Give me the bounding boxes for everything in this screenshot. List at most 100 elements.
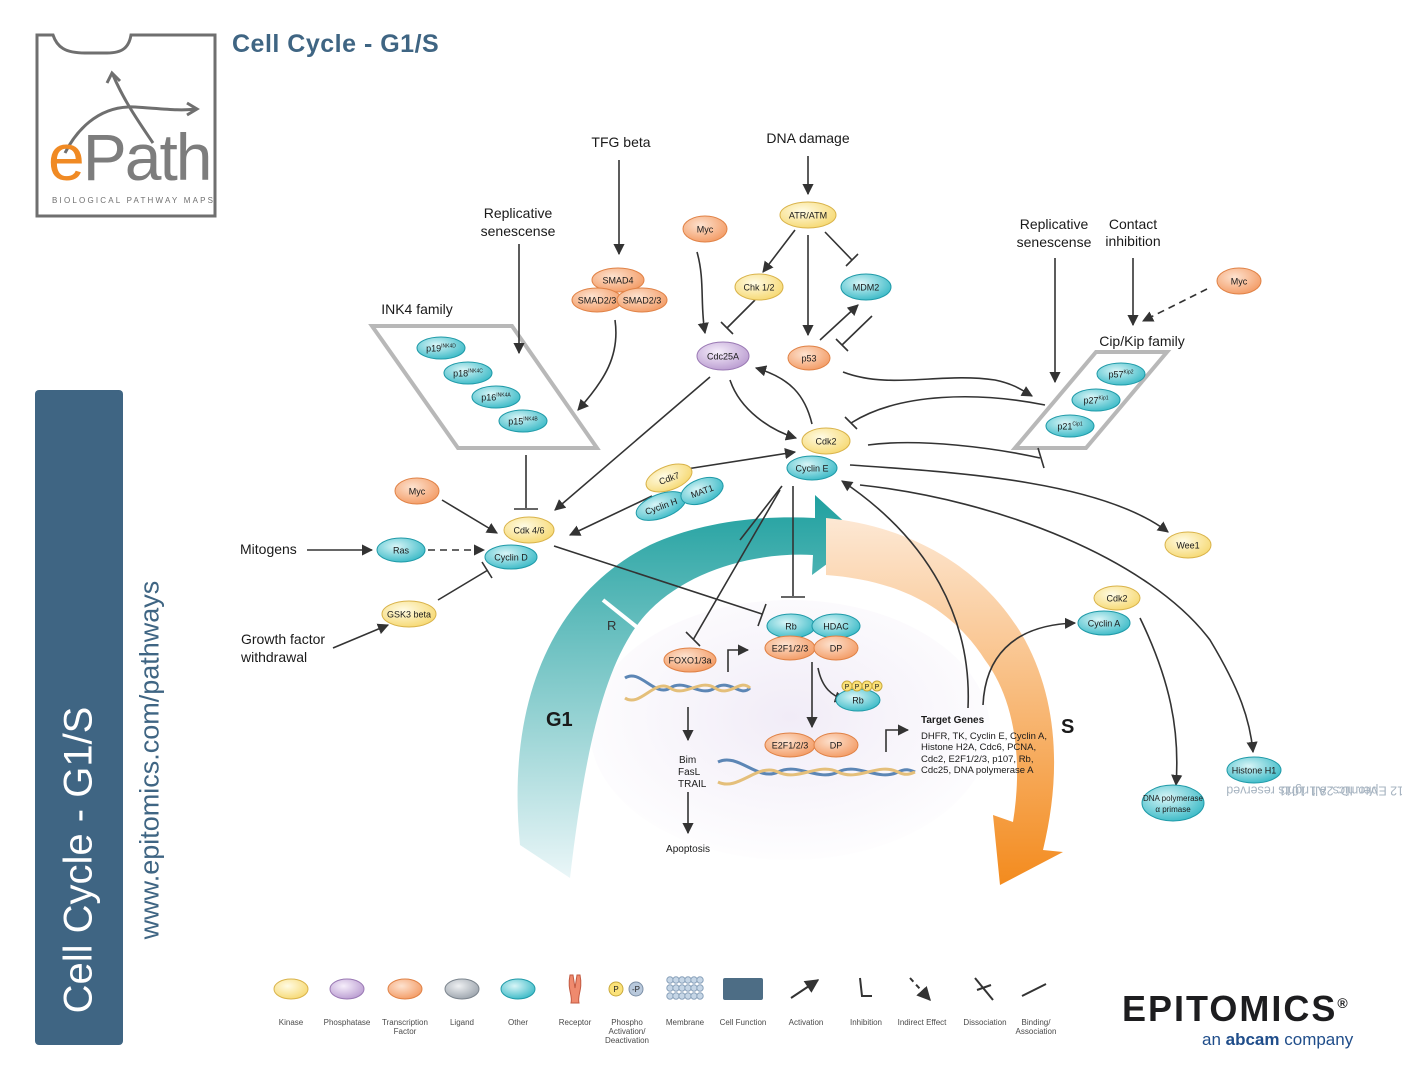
svg-text:SMAD2/3: SMAD2/3 [578, 296, 617, 306]
node-smad23b: SMAD2/3 [616, 287, 668, 313]
legend-item-phosphatase: Phosphatase [324, 978, 371, 1027]
node-e2f-b: E2F1/2/3 [764, 732, 816, 758]
legend-label: Inhibition [850, 1018, 882, 1027]
label-contact: Contact [1109, 216, 1157, 232]
legend-label: Membrane [666, 1018, 705, 1027]
svg-text:Myc: Myc [409, 487, 426, 497]
legend-label: Phosphatase [324, 1018, 371, 1027]
kinase-swatch-icon [273, 978, 309, 1000]
node-cdk2: Cdk2 [801, 427, 851, 455]
logo-frame [35, 33, 217, 218]
node-gsk3b: GSK3 beta [381, 600, 437, 628]
ligand-swatch-icon [444, 978, 480, 1000]
company-tagline: an abcam company [1202, 1030, 1354, 1049]
target-genes-line-4: Cdc25, DNA polymerase A [921, 765, 1034, 776]
node-hdac: HDAC [811, 613, 861, 639]
svg-text:Rb: Rb [785, 622, 797, 632]
legend-label: Other [508, 1018, 528, 1027]
logo-curve-arrow [63, 105, 196, 154]
node-e2f-a: E2F1/2/3 [764, 635, 816, 661]
label-trail: TRAIL [678, 779, 707, 790]
pathway-labels: TFG beta DNA damage Replicative senescen… [240, 130, 1185, 855]
label-apoptosis: Apoptosis [666, 844, 710, 855]
label-senescense-left: senescense [481, 223, 556, 239]
g1-phase-arc [517, 495, 862, 878]
svg-text:Cdk2: Cdk2 [815, 437, 836, 447]
phosphatase-swatch-icon [329, 978, 365, 1000]
svg-text:GSK3 beta: GSK3 beta [387, 610, 431, 620]
phospho-badge-label: P [845, 684, 850, 691]
svg-text:Chk 1/2: Chk 1/2 [743, 283, 774, 293]
svg-text:Cdk 4/6: Cdk 4/6 [513, 526, 544, 536]
legend-item-kinase: Kinase [273, 978, 309, 1027]
svg-text:α primase: α primase [1155, 805, 1191, 814]
node-cyclin-e: Cyclin E [786, 455, 838, 481]
cell-cycle-arc [517, 495, 1063, 885]
legend-label: Receptor [559, 1018, 592, 1027]
svg-text:MDM2: MDM2 [853, 283, 880, 293]
node-p21: p21Cip1 [1045, 414, 1095, 438]
restriction-point-marker [601, 598, 640, 630]
cell-function-icon [723, 978, 763, 1000]
legend-label: Dissociation [963, 1018, 1006, 1027]
legend-label: Deactivation [605, 1036, 649, 1045]
brand-sidebar [35, 390, 123, 1045]
label-cipkip-family: Cip/Kip family [1099, 333, 1185, 349]
legend-item-binding: Binding/Association [1016, 983, 1056, 1036]
node-smad4: SMAD4 [591, 267, 645, 293]
dissociation-icon [974, 977, 994, 1001]
svg-text:p16INK4A: p16INK4A [481, 393, 511, 403]
node-mdm2: MDM2 [840, 273, 892, 301]
node-p18: p18INK4C [443, 361, 493, 385]
legend-label: Ligand [450, 1018, 474, 1027]
binding-line-icon [1021, 983, 1047, 997]
legend-label: Activation [789, 1018, 824, 1027]
node-p16: p16INK4A [471, 385, 521, 409]
legend-item-indirect-effect: Indirect Effect [898, 977, 948, 1027]
svg-text:p21Cip1: p21Cip1 [1057, 422, 1083, 432]
activation-arrow-icon [790, 979, 820, 999]
legend-item-membrane: Membrane [666, 976, 705, 1027]
legend-item-dissociation: Dissociation [963, 977, 1007, 1027]
node-cdk2-s: Cdk2 [1093, 585, 1141, 611]
node-dp-a: DP [813, 635, 859, 661]
transcription-factor-swatch-icon [387, 978, 423, 1000]
phospho-icon: P-P [608, 981, 644, 997]
membrane-icon [666, 976, 704, 1000]
svg-text:Cyclin E: Cyclin E [795, 464, 828, 474]
node-cdk7: Cdk7 [645, 463, 693, 493]
svg-text:Wee1: Wee1 [1176, 541, 1199, 551]
node-rb: Rb [766, 613, 816, 639]
legend-item-activation: Activation [789, 979, 824, 1027]
node-cdk46: Cdk 4/6 [503, 516, 555, 544]
svg-text:p53: p53 [801, 354, 816, 364]
svg-text:E2F1/2/3: E2F1/2/3 [772, 644, 809, 654]
legend-label: Activation/ [609, 1027, 647, 1036]
node-myc-left: Myc [394, 477, 440, 505]
label-fasl: FasL [678, 767, 701, 778]
target-genes-line-1: DHFR, TK, Cyclin E, Cyclin A, [921, 731, 1047, 742]
phospho-badge-label: P [855, 684, 860, 691]
svg-text:Rb: Rb [852, 696, 864, 706]
node-foxo: FOXO1/3a [663, 647, 717, 673]
node-dp-b: DP [813, 732, 859, 758]
node-p57: p57Kip2 [1096, 362, 1146, 386]
svg-text:Myc: Myc [1231, 277, 1248, 287]
legend-label: Indirect Effect [898, 1018, 948, 1027]
legend-item-inhibition: Inhibition [850, 977, 882, 1027]
svg-text:Cdc25A: Cdc25A [707, 352, 739, 362]
svg-text:Ras: Ras [393, 546, 410, 556]
node-smad23a: SMAD2/3 [571, 287, 623, 313]
legend-label: Binding/ [1022, 1018, 1052, 1027]
label-phase-s: S [1061, 716, 1074, 738]
svg-text:Cyclin A: Cyclin A [1088, 619, 1121, 629]
label-replicative-left: Replicative [484, 205, 553, 221]
node-mat1: MAT1 [680, 476, 724, 506]
label-inhibition: inhibition [1105, 233, 1160, 249]
